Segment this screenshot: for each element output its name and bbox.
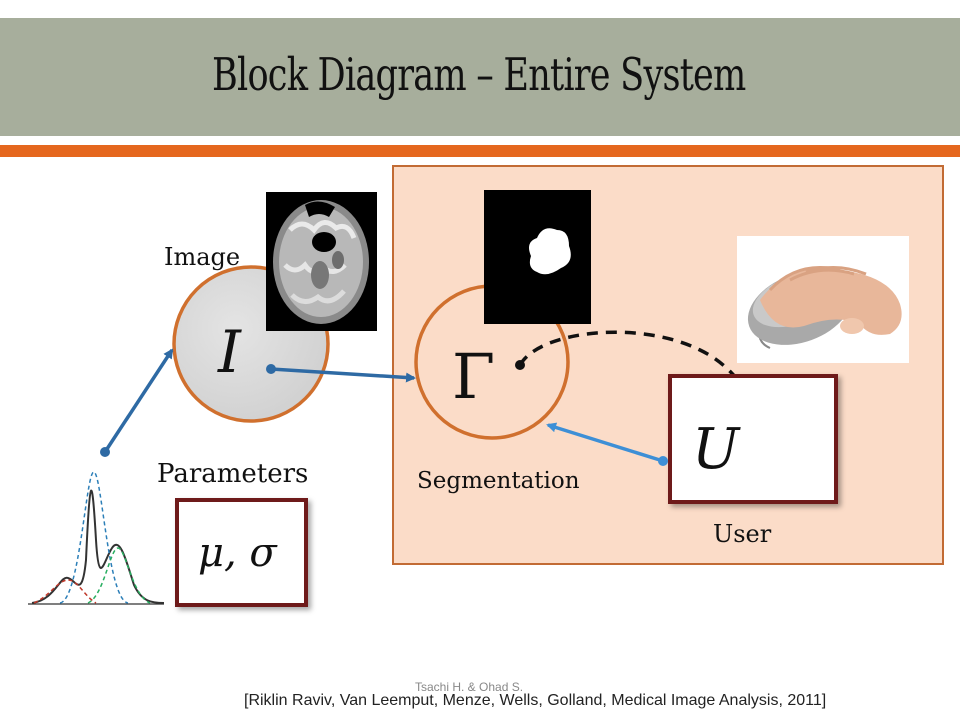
title-bar: [0, 18, 960, 136]
parameters-box: [175, 498, 308, 607]
user-label: User: [713, 520, 772, 548]
arrow-image-to-segmentation: [266, 364, 416, 383]
segmentation-symbol: Γ: [452, 340, 496, 413]
accent-bar: [0, 145, 960, 157]
user-box: [668, 374, 838, 504]
segmentation-mask-image: [484, 190, 591, 324]
arrow-parameters-to-image: [100, 348, 174, 457]
footer-authors: Tsachi H. & Ohad S.: [415, 680, 524, 694]
brain-mri-image: [266, 192, 377, 331]
user-symbol: U: [692, 417, 740, 482]
parameters-label: Parameters: [157, 459, 309, 489]
image-label: Image: [164, 243, 241, 271]
slide-title: Block Diagram – Entire System: [212, 48, 746, 101]
gaussian-mixture-plot: [28, 471, 165, 605]
computer-mouse-hand-image: [737, 236, 909, 363]
segmentation-label: Segmentation: [417, 468, 580, 494]
parameters-symbol: μ, σ: [198, 530, 277, 576]
image-symbol: I: [218, 318, 241, 386]
citation: [Riklin Raviv, Van Leemput, Menze, Wells…: [244, 692, 827, 709]
arrow-user-to-segmentation: [546, 422, 668, 466]
